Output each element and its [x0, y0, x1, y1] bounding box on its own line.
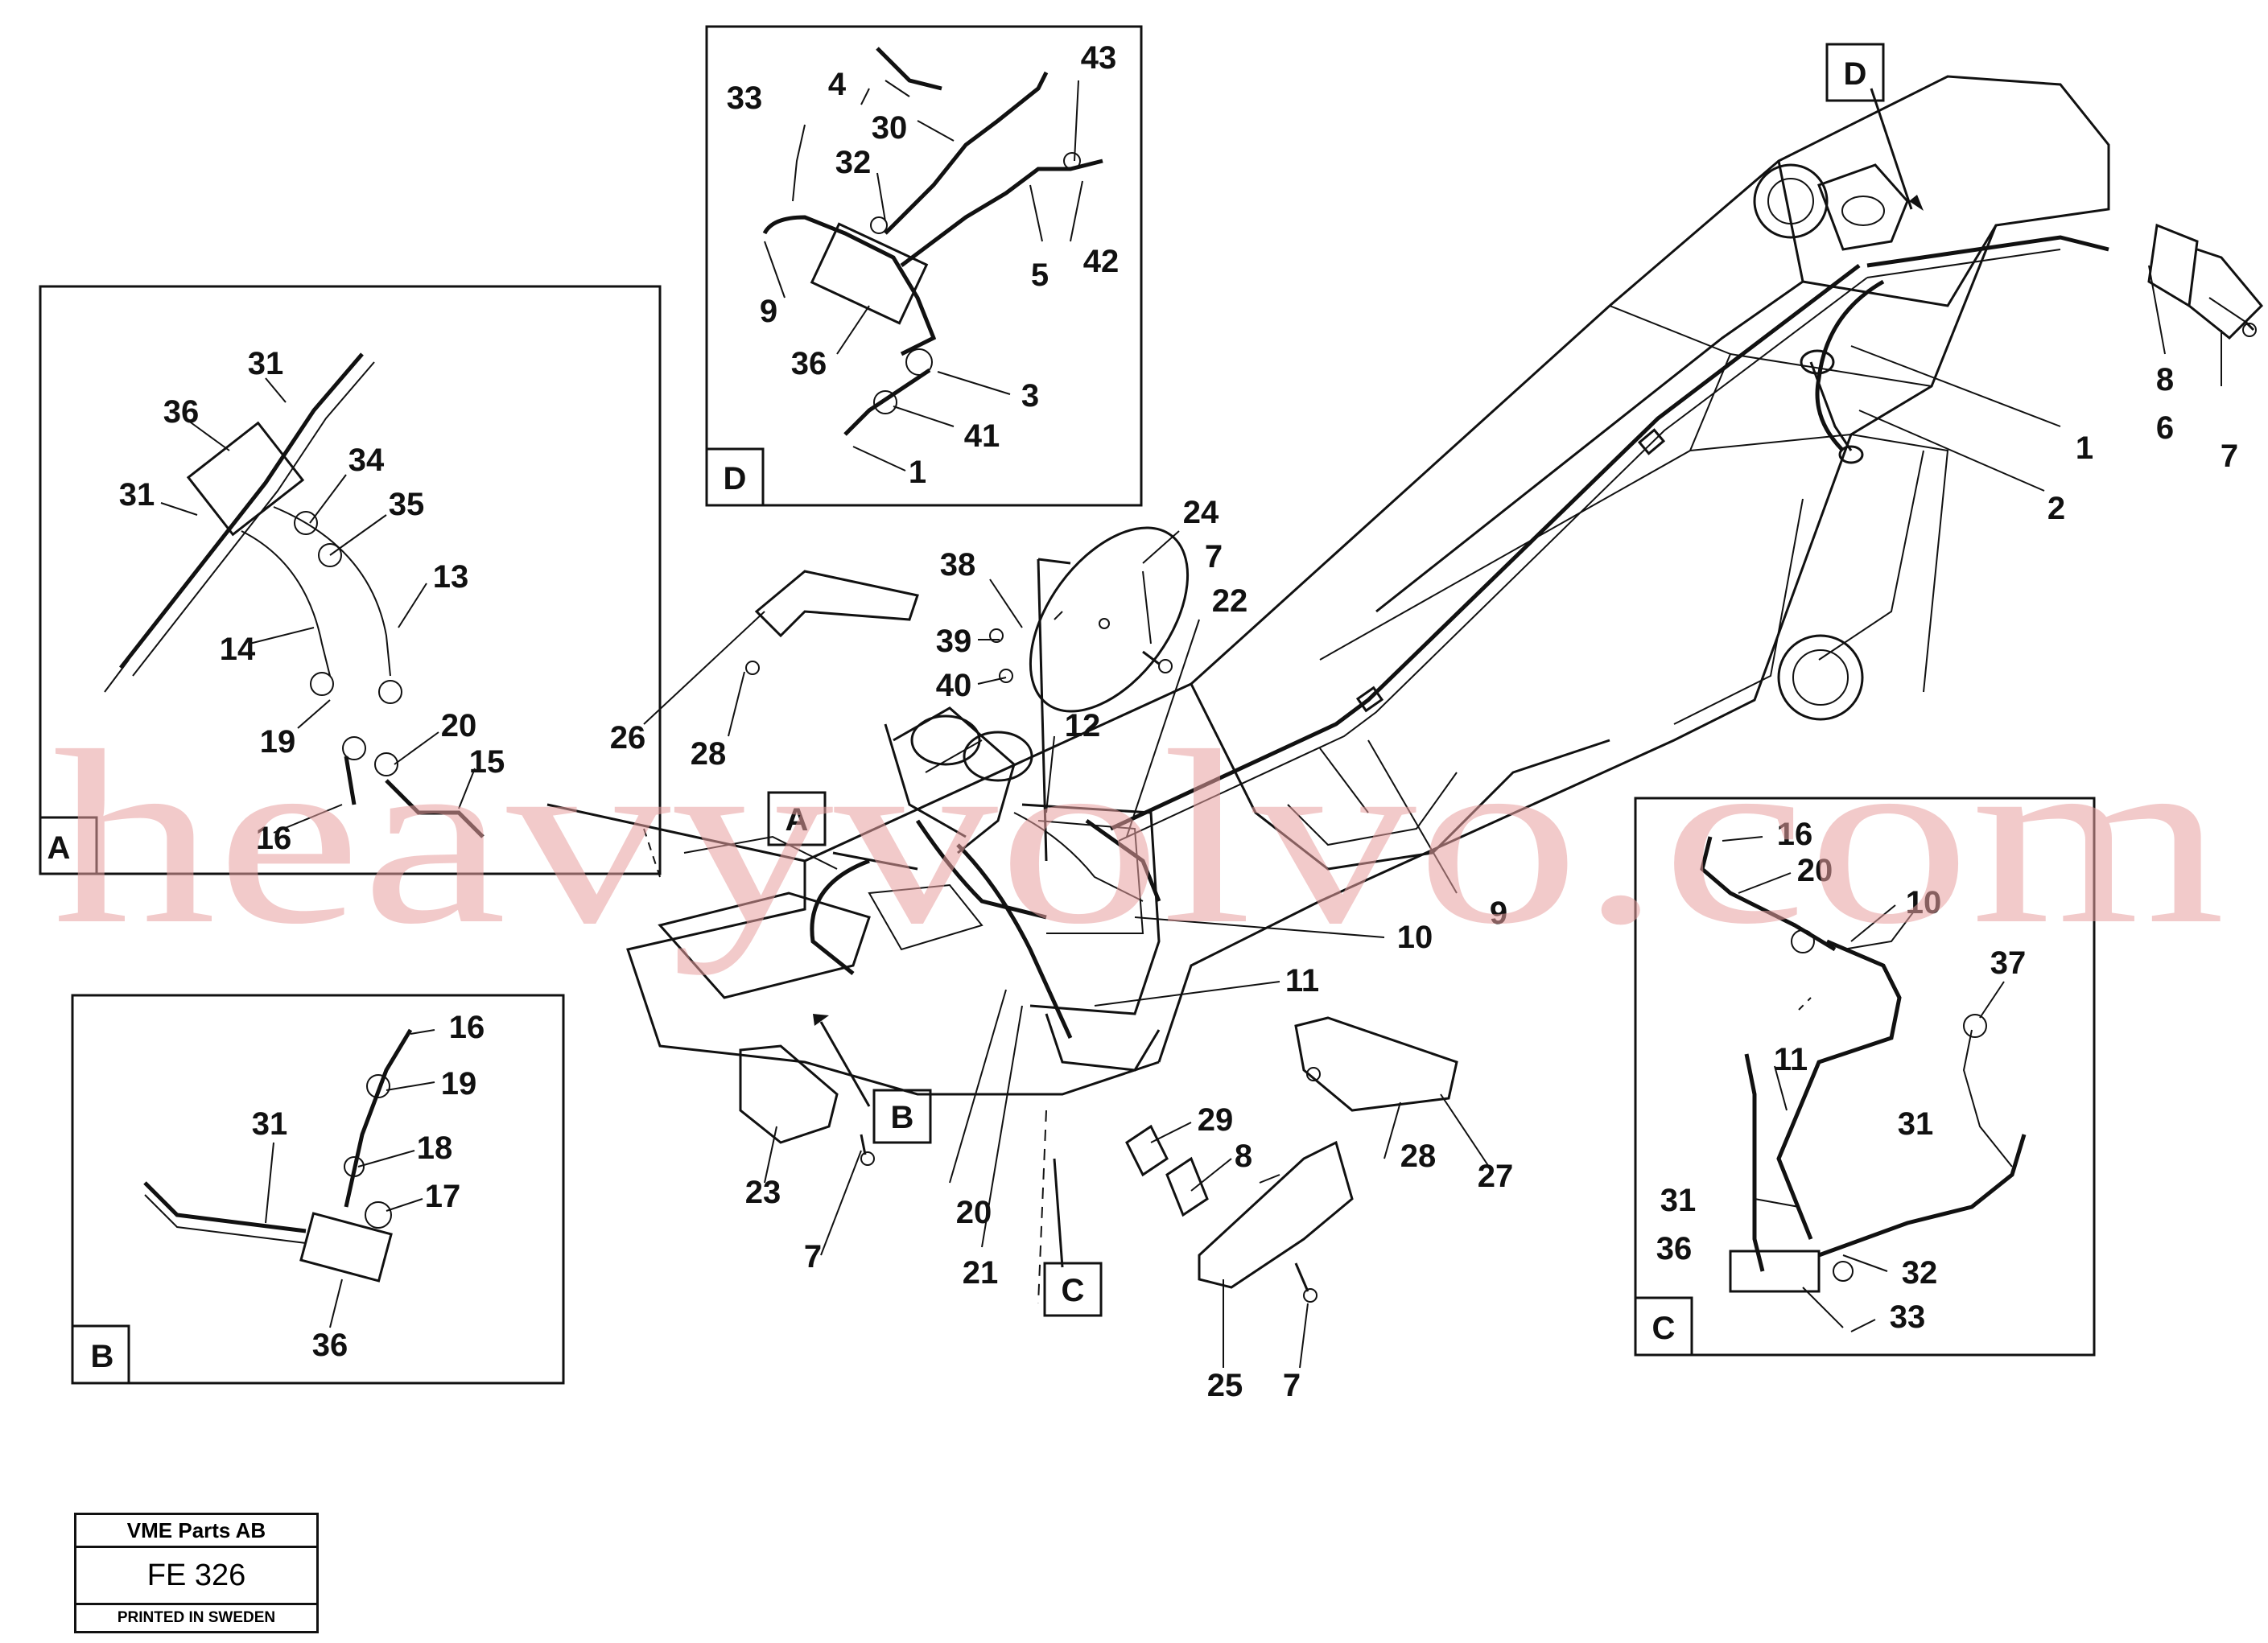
part-number: 36 — [791, 346, 827, 381]
part-number: 8 — [1235, 1139, 1252, 1174]
title-block: VME Parts AB FE 326 PRINTED IN SWEDEN — [74, 1513, 319, 1633]
part-number: 30 — [872, 110, 908, 146]
part-number: 36 — [1656, 1231, 1693, 1266]
part-number: 20 — [441, 708, 477, 743]
part-number: 33 — [727, 80, 763, 116]
part-number: 9 — [1490, 896, 1507, 931]
inset-a-labels: 31 36 31 34 35 13 14 19 20 15 16 — [119, 346, 505, 856]
part-number: 14 — [220, 632, 256, 667]
part-number: 32 — [1902, 1255, 1938, 1291]
inset-d-letter: D — [724, 461, 747, 496]
part-number: 33 — [1890, 1299, 1926, 1335]
part-number: 17 — [425, 1179, 461, 1214]
inset-c-letter: C — [1652, 1311, 1676, 1346]
part-number: 31 — [119, 477, 155, 513]
part-number: 28 — [691, 736, 727, 772]
leader-lines — [643, 88, 2222, 1369]
company-name: VME Parts AB — [76, 1515, 316, 1548]
callout-a: A — [786, 802, 809, 838]
part-number: 12 — [1065, 708, 1101, 743]
inset-b-labels: 16 19 31 18 17 36 — [252, 1010, 485, 1363]
part-number: 19 — [260, 724, 296, 760]
part-number: 11 — [1774, 1042, 1808, 1077]
part-number: 18 — [417, 1130, 453, 1166]
callout-b: B — [891, 1100, 914, 1135]
part-number: 16 — [256, 821, 292, 856]
part-number: 21 — [963, 1255, 999, 1291]
inset-d-labels: 4 43 33 30 32 42 5 9 36 3 41 1 — [727, 40, 1120, 490]
part-number: 38 — [940, 547, 976, 583]
part-number: 20 — [956, 1195, 992, 1230]
part-number: 42 — [1083, 244, 1120, 279]
part-number: 20 — [1797, 853, 1833, 888]
printed-note: PRINTED IN SWEDEN — [117, 1609, 276, 1626]
part-number: 2 — [2047, 491, 2065, 526]
part-number: 3 — [1021, 378, 1039, 414]
part-number: 5 — [1031, 257, 1049, 293]
callout-d: D — [1844, 56, 1867, 92]
part-number: 15 — [469, 744, 505, 780]
main-labels: 8 6 7 1 2 24 7 38 22 39 40 12 26 28 9 10… — [610, 362, 2238, 1403]
drawing-code: FE 326 — [76, 1548, 316, 1605]
boom-drawing — [546, 75, 2264, 1304]
part-number: 23 — [745, 1175, 781, 1210]
part-number: 16 — [1777, 817, 1813, 852]
part-number: 11 — [1285, 963, 1319, 999]
part-number: 4 — [828, 67, 847, 102]
part-number: 1 — [909, 455, 926, 490]
part-number: 36 — [163, 394, 200, 430]
part-number: 9 — [760, 294, 777, 329]
part-number: 7 — [1205, 539, 1223, 574]
part-number: 28 — [1400, 1139, 1437, 1174]
part-number: 1 — [2076, 430, 2093, 466]
part-number: 41 — [964, 418, 1000, 454]
inset-a-letter: A — [47, 830, 71, 866]
part-number: 25 — [1207, 1368, 1243, 1403]
inset-c — [1634, 797, 2096, 1357]
inset-d — [705, 25, 1143, 620]
part-number: 27 — [1478, 1159, 1514, 1194]
inset-b-letter: B — [91, 1339, 114, 1374]
part-number: 40 — [936, 668, 972, 703]
inset-b — [71, 994, 565, 1385]
part-number: 31 — [1898, 1106, 1934, 1142]
part-number: 7 — [1283, 1368, 1301, 1403]
part-number: 31 — [248, 346, 284, 381]
callout-c: C — [1062, 1273, 1085, 1308]
part-number: 19 — [441, 1066, 477, 1102]
part-number: 31 — [252, 1106, 288, 1142]
part-number: 8 — [2156, 362, 2174, 397]
part-number: 36 — [312, 1328, 348, 1363]
part-number: 10 — [1906, 885, 1942, 920]
part-number: 32 — [835, 145, 872, 180]
part-number: 29 — [1198, 1102, 1234, 1138]
part-number: 31 — [1660, 1183, 1697, 1218]
part-number: 7 — [804, 1239, 822, 1274]
part-number: 13 — [433, 559, 469, 595]
inset-c-labels: 16 20 10 37 11 31 31 36 32 33 — [1656, 817, 2027, 1335]
part-number: 26 — [610, 720, 646, 756]
part-number: 34 — [348, 443, 385, 478]
part-number: 24 — [1183, 495, 1219, 530]
inset-a — [39, 285, 662, 875]
part-number: 37 — [1990, 945, 2027, 981]
part-number: 22 — [1212, 583, 1248, 619]
part-number: 35 — [389, 487, 425, 522]
watermark: heavyvolvo.com — [52, 700, 2225, 976]
part-number: 16 — [449, 1010, 485, 1045]
part-number: 7 — [2221, 439, 2238, 474]
part-number: 6 — [2156, 410, 2174, 446]
part-number: 43 — [1081, 40, 1117, 76]
part-number: 39 — [936, 624, 972, 659]
part-number: 10 — [1397, 920, 1433, 955]
